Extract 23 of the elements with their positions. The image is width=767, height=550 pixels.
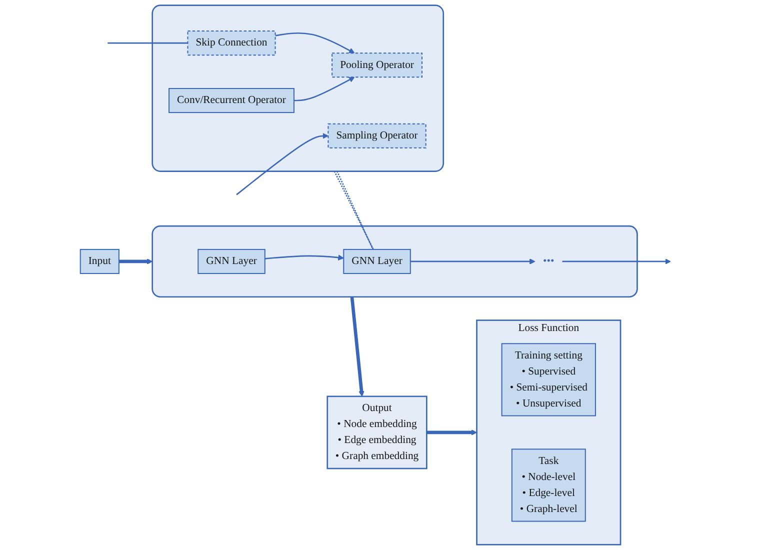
node-text: •••: [543, 255, 554, 267]
node-box: Pooling Operator: [332, 52, 422, 78]
arrow: [562, 258, 671, 264]
node-box: GNN Layer: [343, 248, 411, 274]
node-box: Sampling Operator: [328, 123, 426, 148]
connector: [108, 42, 188, 44]
arrow: [426, 430, 478, 436]
arrow: [236, 132, 328, 196]
arrow: [294, 76, 355, 102]
node-box: Conv/Recurrent Operator: [168, 88, 294, 114]
cluster: [152, 4, 444, 172]
cluster: [152, 225, 638, 298]
node-box: Task • Node-level • Edge-level • Graph-level: [511, 448, 586, 522]
node-box: Training setting • Supervised • Semi-supervised • Unsupervised: [501, 343, 596, 416]
node-box: Input: [80, 248, 120, 274]
node-box: Skip Connection: [187, 30, 276, 56]
arrow: [118, 258, 153, 264]
arrow: [350, 296, 364, 397]
arrow: [264, 254, 344, 260]
node-box: Output • Node embedding • Edge embedding • Graph embedding: [326, 396, 428, 470]
arrow: [410, 258, 536, 264]
arrow: [275, 32, 355, 54]
node-box: GNN Layer: [198, 248, 266, 274]
